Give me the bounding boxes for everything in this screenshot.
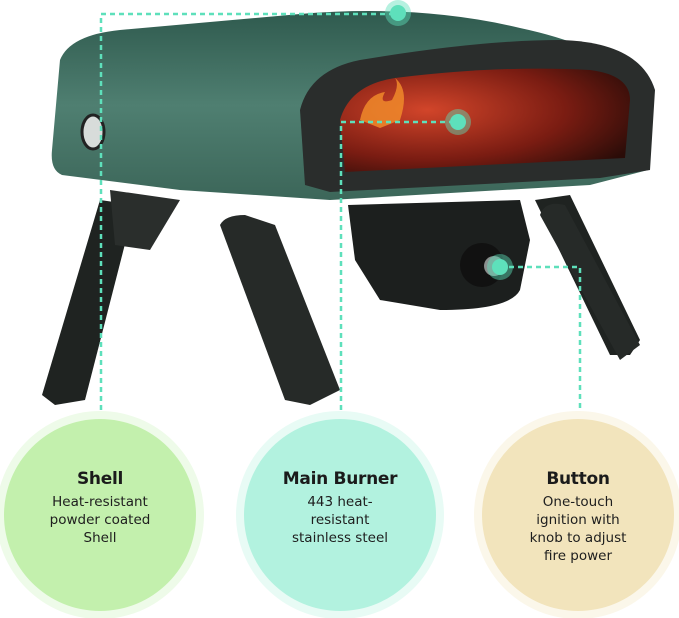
feature-main-burner: Main Burner 443 heat-resistant stainless… xyxy=(244,419,436,611)
thermometer-gauge xyxy=(80,113,106,151)
callout-dot-shell xyxy=(385,0,411,26)
callout-connectors xyxy=(99,12,582,410)
feature-title: Shell xyxy=(76,469,124,489)
connector-button xyxy=(500,265,582,410)
feature-description: 443 heat-resistant stainless steel xyxy=(291,494,388,546)
feature-button: Button One-touch ignition with knob to a… xyxy=(482,419,674,611)
ignition-knob xyxy=(460,243,504,287)
oven-opening xyxy=(340,68,630,172)
callout-dot-button xyxy=(487,254,513,280)
feature-description: One-touch ignition with knob to adjust f… xyxy=(529,494,627,564)
oven-leg-front-left xyxy=(220,215,340,405)
oven-leg-left-upper xyxy=(110,190,180,250)
connector-shell xyxy=(99,12,398,410)
oven-leg-front-right xyxy=(540,203,640,360)
flame xyxy=(360,78,404,128)
oven-leg-back-left xyxy=(42,200,135,405)
feature-description: Heat-resistant powder coated Shell xyxy=(49,494,151,546)
callout-dot-burner xyxy=(445,109,471,135)
feature-title: Button xyxy=(546,469,610,489)
feature-title: Main Burner xyxy=(282,469,398,489)
feature-shell: Shell Heat-resistant powder coated Shell xyxy=(4,419,196,611)
connector-burner xyxy=(339,120,458,410)
